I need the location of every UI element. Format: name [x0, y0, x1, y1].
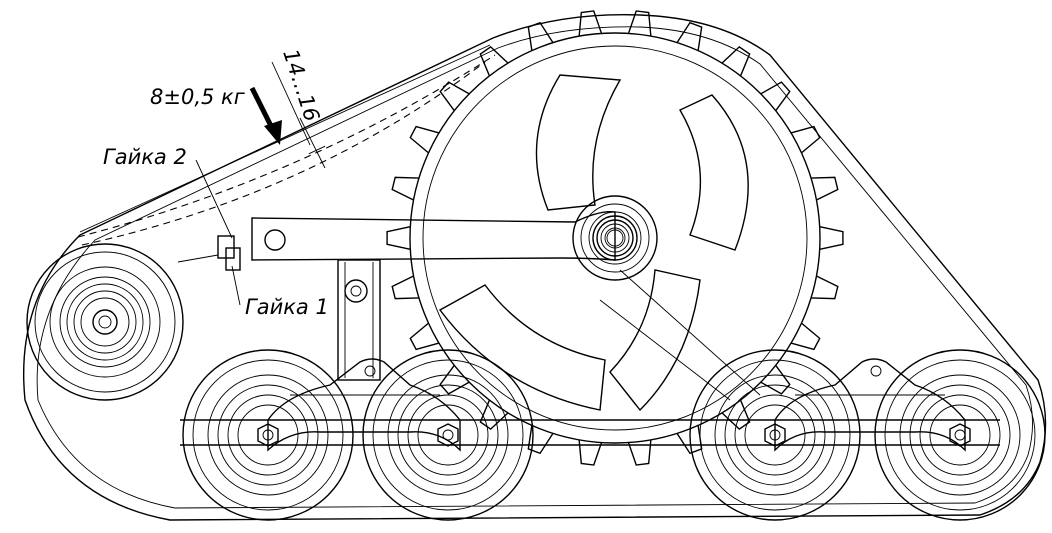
sprocket-tooth	[627, 439, 652, 466]
sprocket-tooth	[479, 399, 509, 431]
axle-nut	[764, 423, 786, 447]
nut-1-leader	[231, 265, 241, 306]
sprocket-tooth	[721, 399, 751, 431]
sprocket-tooth	[391, 176, 419, 201]
sprocket-tooth	[409, 322, 440, 351]
sprocket-tooth	[578, 439, 603, 466]
sprocket-tooth	[627, 10, 652, 37]
tension-arm	[177, 211, 638, 271]
axle-nut	[949, 423, 971, 447]
sprocket-cutout	[679, 94, 749, 251]
road-wheel	[182, 349, 354, 521]
sprocket-cutout	[438, 284, 606, 411]
sprocket-cutout	[535, 74, 622, 211]
nut-2-leader	[195, 159, 233, 239]
force-arrow-icon	[249, 86, 282, 145]
sprocket-tooth	[811, 176, 839, 201]
sprocket-tooth	[391, 275, 419, 300]
sprocket-tooth	[819, 226, 844, 250]
nut-1-block	[225, 247, 241, 271]
front-idler-wheel	[26, 243, 184, 401]
road-wheel	[874, 349, 1046, 521]
sprocket-tooth	[439, 81, 470, 112]
deflection-dashed-lines	[77, 44, 496, 246]
road-wheel	[689, 349, 861, 521]
bogie-bracket-right	[774, 358, 966, 452]
nut-1-label: Гайка 1	[245, 295, 329, 319]
sprocket-cutout	[609, 269, 701, 412]
track-belt	[22, 14, 1047, 521]
sprocket-tooth	[790, 125, 821, 154]
bogie-bracket-left	[267, 358, 461, 452]
drive-sprocket	[386, 10, 844, 466]
axle-nut	[437, 423, 459, 447]
sprocket-tooth	[790, 322, 821, 351]
axle-nut	[257, 423, 279, 447]
sprocket-tooth	[578, 10, 603, 37]
road-wheel	[362, 349, 534, 521]
nut-2-label: Гайка 2	[103, 145, 187, 169]
sprocket-tooth	[479, 45, 509, 77]
sprocket-tooth	[409, 125, 440, 154]
sprocket-tooth	[676, 21, 703, 51]
arm-hole	[264, 229, 286, 251]
sprocket-tooth	[439, 364, 470, 395]
sprocket-tooth	[386, 226, 411, 250]
sprocket-tooth	[527, 425, 554, 455]
deflection-label: 14…16	[278, 46, 324, 124]
force-label: 8±0,5 кг	[150, 85, 246, 109]
sprocket-tooth	[721, 45, 751, 77]
sprocket-hub	[572, 195, 658, 281]
sprocket-tooth	[760, 364, 791, 395]
deflection-dimension	[271, 61, 326, 169]
sprocket-tooth	[527, 21, 554, 51]
sprocket-tooth	[811, 275, 839, 300]
sprocket-tooth	[760, 81, 791, 112]
